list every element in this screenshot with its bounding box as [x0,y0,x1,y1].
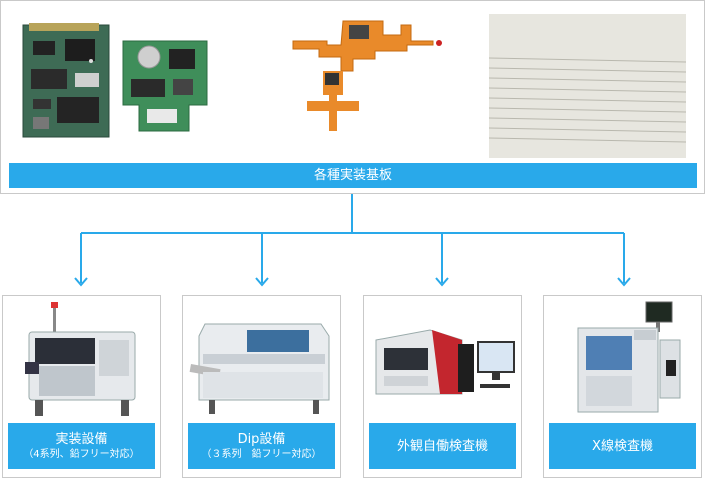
connector-arrows [74,194,631,287]
equipment-dip-card: Dip設備 （３系列 鉛フリー対応） [182,295,341,478]
dip-title: Dip設備 [237,431,286,447]
dip-machine-image [189,323,330,414]
aoi-machine-image [375,329,515,395]
boards-title: 各種実装基板 [9,163,697,188]
dip-note: （３系列 鉛フリー対応） [201,448,322,460]
xray-machine-image [577,301,681,413]
flex-pcb-image [292,20,442,131]
equipment-mounter-card: 実装設備 （4系列、鉛フリー対応） [2,295,161,478]
equipment-xray-card: X線検査機 [543,295,702,478]
aoi-title: 外観自働検査機 [396,438,488,454]
pcb-board-image-2 [122,40,208,132]
mounter-machine-image [25,302,136,416]
xray-title: X線検査機 [592,438,653,454]
mounter-title: 実装設備 [55,431,108,447]
dip-label: Dip設備 （３系列 鉛フリー対応） [188,423,335,469]
mounter-note: （4系列、鉛フリー対応） [23,448,140,460]
mounter-label: 実装設備 （4系列、鉛フリー対応） [8,423,155,469]
led-board-image [489,14,686,158]
xray-label: X線検査機 [549,423,696,469]
equipment-aoi-card: 外観自働検査機 [363,295,522,478]
boards-panel: 各種実装基板 [0,0,705,194]
pcb-board-image-1 [22,23,110,138]
aoi-label: 外観自働検査機 [369,423,516,469]
